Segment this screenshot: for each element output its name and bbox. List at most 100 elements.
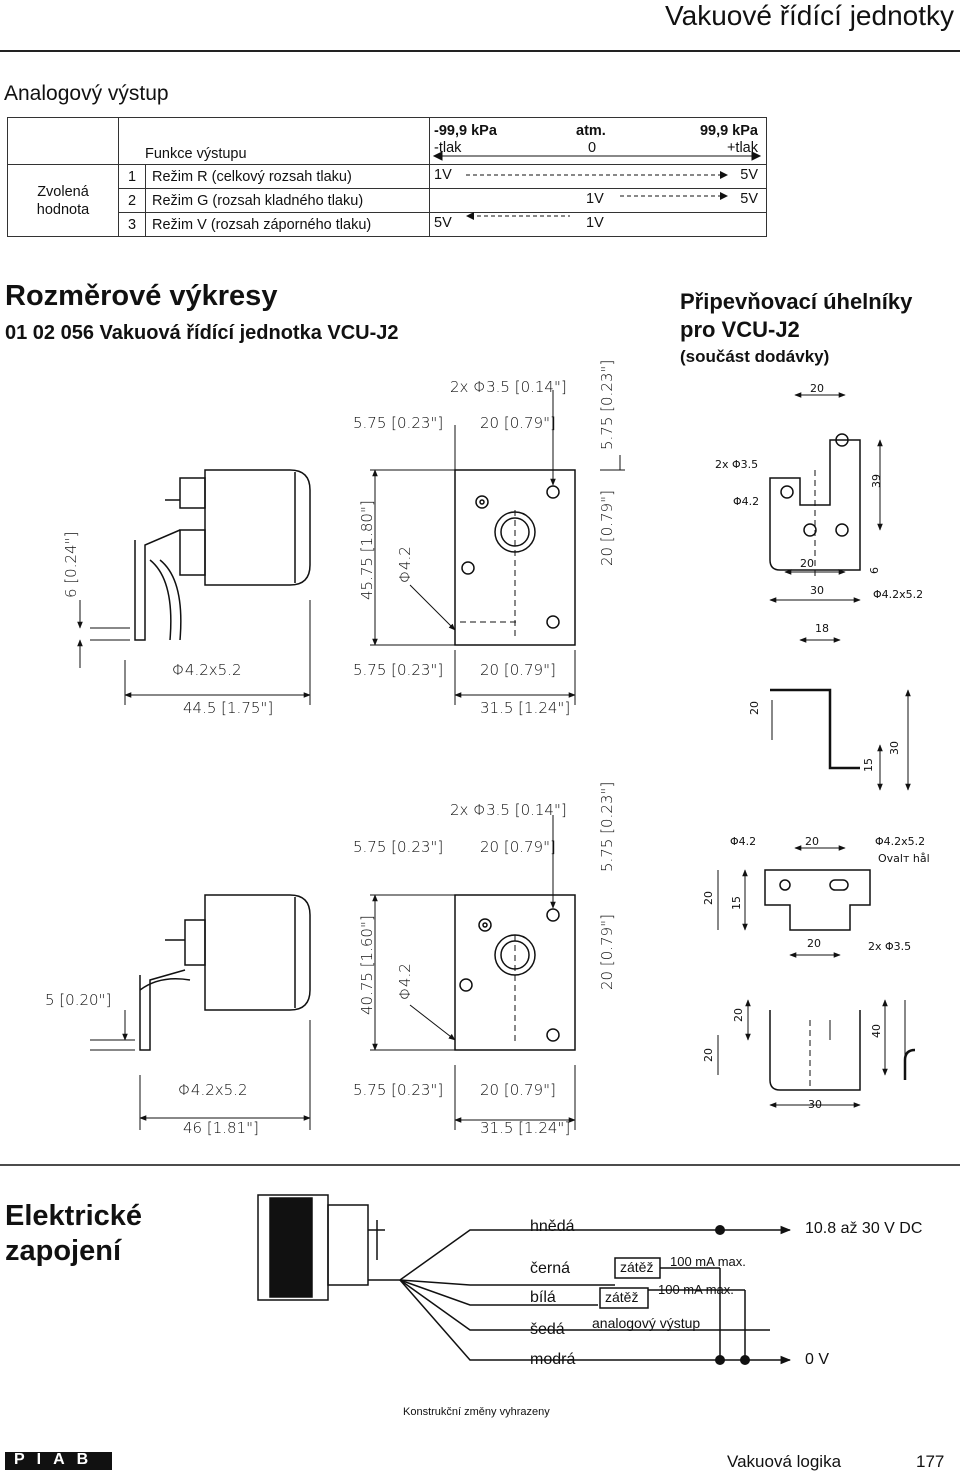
load-max-2: 100 mA max.	[658, 1282, 734, 1297]
bracket-2-phi: Φ4.2	[730, 835, 756, 848]
row-range-a: 1V	[434, 167, 452, 183]
unit-2-bot-a: 5.75 [0.23"]	[353, 1081, 443, 1099]
row-group-label: Zvolená hodnota	[7, 164, 119, 237]
drawings-subheading: 01 02 056 Vakuová řídící jednotka VCU-J2	[5, 322, 399, 344]
bracket-1-d30: 30	[810, 584, 824, 597]
bracket-note: (součást dodávky)	[680, 347, 830, 366]
unit-1-width-label: 44.5 [1.75"]	[183, 699, 273, 717]
wire-black: černá	[530, 1260, 571, 1277]
bracket-2-d30: 30	[808, 1098, 822, 1111]
wire-blue: modrá	[530, 1351, 576, 1368]
unit-1-height: 45.75 [1.80"]	[358, 500, 376, 600]
bracket-1-slot: Φ4.2x5.2	[873, 588, 923, 601]
header-rule	[0, 50, 960, 52]
row-range-b: 1V	[586, 215, 604, 231]
row-num: 2	[118, 188, 146, 213]
bracket-1-d20: 20	[800, 557, 814, 570]
junction-dot	[740, 1355, 750, 1365]
row-num: 3	[118, 212, 146, 237]
bracket-2-v15: 15	[730, 896, 743, 910]
bracket-title-1: Připevňovací úhelníky	[680, 289, 913, 314]
range-pos: +tlak	[726, 140, 758, 156]
unit-2-right-a: 5.75 [0.23"]	[598, 782, 616, 872]
electrical-heading-2: zapojení	[5, 1235, 122, 1267]
unit-2-slot-label: Φ4.2x5.2	[178, 1081, 248, 1099]
row-range-b: 5V	[740, 167, 758, 183]
unit-1-left-dim: 6 [0.24"]	[62, 532, 80, 598]
unit-2-top-a: 5.75 [0.23"]	[353, 838, 443, 856]
unit-2-width-label: 46 [1.81"]	[183, 1119, 259, 1137]
page-title: Vakuové řídící jednotky	[665, 0, 954, 31]
row-range-a: 1V	[586, 191, 604, 207]
brand-logo-text: PIAB	[14, 1451, 101, 1468]
bracket-1-phi: Φ4.2	[733, 495, 759, 508]
range-max: 99,9 kPa	[699, 123, 758, 139]
unit-2-holes: 2x Φ3.5 [0.14"]	[450, 801, 567, 819]
unit-2-phi: Φ4.2	[396, 963, 414, 1000]
unit-1-side-view	[77, 469, 311, 705]
load-max-1: 100 mA max.	[670, 1254, 746, 1269]
row-mode: Režim V (rozsah záporného tlaku)	[145, 212, 430, 237]
unit-1-phi: Φ4.2	[396, 546, 414, 583]
row-num: 1	[118, 164, 146, 189]
unit-2-front-view	[370, 815, 576, 1130]
unit-2-right-b: 20 [0.79"]	[598, 914, 616, 990]
junction-dot	[715, 1225, 725, 1235]
page-number: 177	[916, 1452, 945, 1471]
bracket-1-d6: 6	[868, 567, 881, 574]
bracket-2-d20: 20	[807, 937, 821, 950]
range-atm: atm.	[576, 123, 606, 139]
piab-logo	[5, 1452, 112, 1470]
wire-grey: šedá	[530, 1321, 565, 1338]
unit-2-bot-width: 31.5 [1.24"]	[480, 1119, 570, 1137]
zero-volt-label: 0 V	[805, 1351, 830, 1368]
unit-1-bot-width: 31.5 [1.24"]	[480, 699, 570, 717]
bracket-2-slot: Φ4.2x5.2	[875, 835, 925, 848]
bracket-2-h40: 40	[870, 1024, 883, 1038]
row-range: 5V 1V	[429, 212, 767, 237]
load-label-2: zátěž	[605, 1289, 639, 1305]
row-mode: Režim R (celkový rozsah tlaku)	[145, 164, 430, 189]
unit-2-top-b: 20 [0.79"]	[480, 838, 556, 856]
bracket-2-drawing	[717, 845, 916, 1108]
bracket-1-h39: 39	[870, 474, 883, 488]
unit-1-holes: 2x Φ3.5 [0.14"]	[450, 378, 567, 396]
drawings-heading: Rozměrové výkresy	[5, 280, 278, 312]
bracket-1-holes: 2x Φ3.5	[715, 458, 758, 471]
range-arrows	[432, 151, 762, 220]
unit-2-side-view	[90, 894, 311, 1130]
footer-note: Konstrukční změny vyhrazeny	[403, 1406, 550, 1418]
bracket-1-w20: 20	[810, 382, 824, 395]
bracket-2-s20b: 20	[702, 1048, 715, 1062]
bracket-1-v30: 30	[888, 741, 901, 755]
unit-2-height: 40.75 [1.60"]	[358, 915, 376, 1015]
range-neg: -tlak	[434, 140, 462, 156]
unit-1-slot-label: Φ4.2x5.2	[172, 661, 242, 679]
bracket-1-drawing	[769, 392, 911, 791]
bracket-1-v15: 15	[862, 758, 875, 772]
bracket-2-v20: 20	[702, 891, 715, 905]
load-label-1: zátěž	[620, 1259, 654, 1275]
row-range-b: 5V	[740, 191, 758, 207]
range-header: -99,9 kPa atm. 99,9 kPa -tlak 0 +tlak	[429, 117, 767, 165]
unit-1-bot-a: 5.75 [0.23"]	[353, 661, 443, 679]
unit-1-right-a: 5.75 [0.23"]	[598, 360, 616, 450]
footer-section: Vakuová logika	[727, 1452, 842, 1471]
bracket-2-s20: 20	[732, 1008, 745, 1022]
function-col-header: Funkce výstupu	[145, 146, 247, 162]
junction-dot	[715, 1355, 725, 1365]
electrical-heading-1: Elektrické	[5, 1200, 143, 1232]
wiring-diagram	[257, 1194, 792, 1365]
wire-brown: hnědá	[530, 1218, 575, 1235]
wire-white: bílá	[530, 1289, 556, 1306]
analog-heading: Analogový výstup	[4, 82, 169, 105]
row-range-a: 5V	[434, 215, 452, 231]
bracket-1-d18: 18	[815, 622, 829, 635]
bracket-2-w20: 20	[805, 835, 819, 848]
unit-2-bot-b: 20 [0.79"]	[480, 1081, 556, 1099]
bracket-2-oval: Ovalт hål	[878, 852, 930, 865]
row-range: 1V 5V	[429, 188, 767, 213]
range-min: -99,9 kPa	[434, 123, 497, 139]
bracket-title-2: pro VCU-J2	[680, 317, 800, 342]
